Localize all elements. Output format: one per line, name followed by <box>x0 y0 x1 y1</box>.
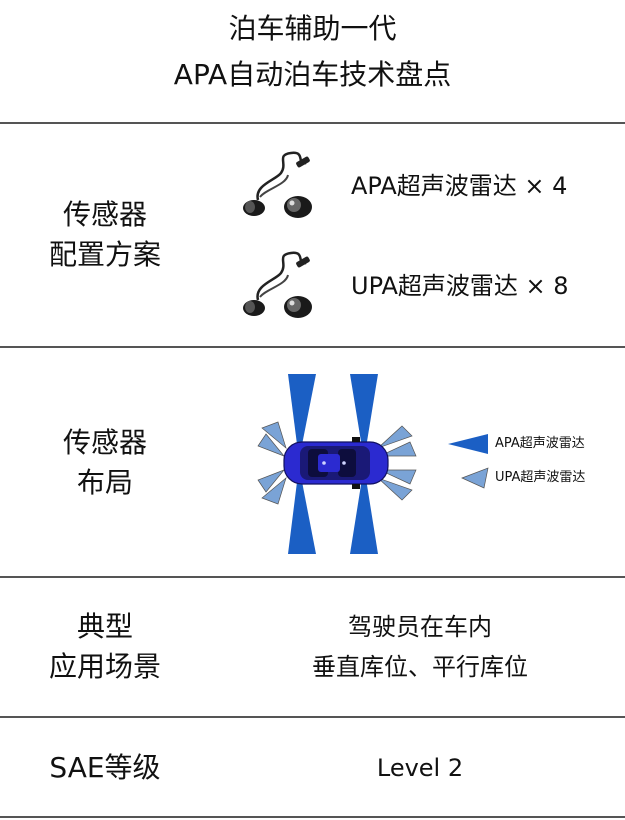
apa-sensor-text: APA超声波雷达 × 4 <box>351 172 568 200</box>
apa-cone-front-left <box>288 374 316 460</box>
divider <box>0 716 625 718</box>
upa-cone <box>261 421 287 450</box>
sensor-config-label-line1: 传感器 <box>62 198 147 231</box>
upa-cone <box>257 433 286 457</box>
scenario-value-line2: 垂直库位、平行库位 <box>312 653 528 681</box>
upa-cone <box>379 469 417 485</box>
divider <box>0 122 625 124</box>
apa-legend-icon <box>448 434 488 454</box>
ultrasonic-sensor-icon <box>243 251 312 318</box>
car-top-view <box>283 437 389 489</box>
scenario-label-line2: 应用场景 <box>48 650 161 683</box>
sensor-layout-diagram <box>257 374 417 554</box>
upa-cone <box>257 469 286 493</box>
title-block: 泊车辅助一代 APA自动泊车技术盘点 <box>0 0 625 122</box>
upa-legend-label: UPA超声波雷达 <box>495 470 586 485</box>
apa-cone-front-right <box>350 374 378 460</box>
upa-sensor-text: UPA超声波雷达 × 8 <box>351 272 569 300</box>
sensor-config-label-line2: 配置方案 <box>48 238 161 271</box>
scenario-value: 驾驶员在车内 垂直库位、平行库位 <box>250 607 590 687</box>
sae-value: Level 2 <box>376 754 464 782</box>
apa-cone-rear-left <box>288 466 316 554</box>
upa-cone <box>261 476 287 505</box>
scenario-label: 典型 应用场景 <box>10 607 200 687</box>
upa-cone <box>377 477 413 501</box>
divider <box>0 816 625 818</box>
scenario-label-line1: 典型 <box>76 610 133 643</box>
title-line-2: APA自动泊车技术盘点 <box>173 58 452 91</box>
scenario-value-line1: 驾驶员在车内 <box>348 613 492 641</box>
apa-cone-rear-right <box>350 466 378 554</box>
divider <box>0 576 625 578</box>
sae-label: SAE等级 <box>49 751 161 784</box>
sensor-layout-label-line1: 传感器 <box>62 426 147 459</box>
sensor-layout-label: 传感器 布局 <box>10 423 200 503</box>
sensor-layout-label-line2: 布局 <box>76 466 133 499</box>
ultrasonic-sensor-icon <box>243 151 312 218</box>
upa-cone <box>379 441 417 457</box>
upa-legend-icon <box>461 467 489 489</box>
title-line-1: 泊车辅助一代 <box>228 12 397 45</box>
apa-legend-label: APA超声波雷达 <box>495 436 585 451</box>
divider <box>0 346 625 348</box>
upa-cone <box>377 425 413 449</box>
sensor-config-label: 传感器 配置方案 <box>10 195 200 275</box>
